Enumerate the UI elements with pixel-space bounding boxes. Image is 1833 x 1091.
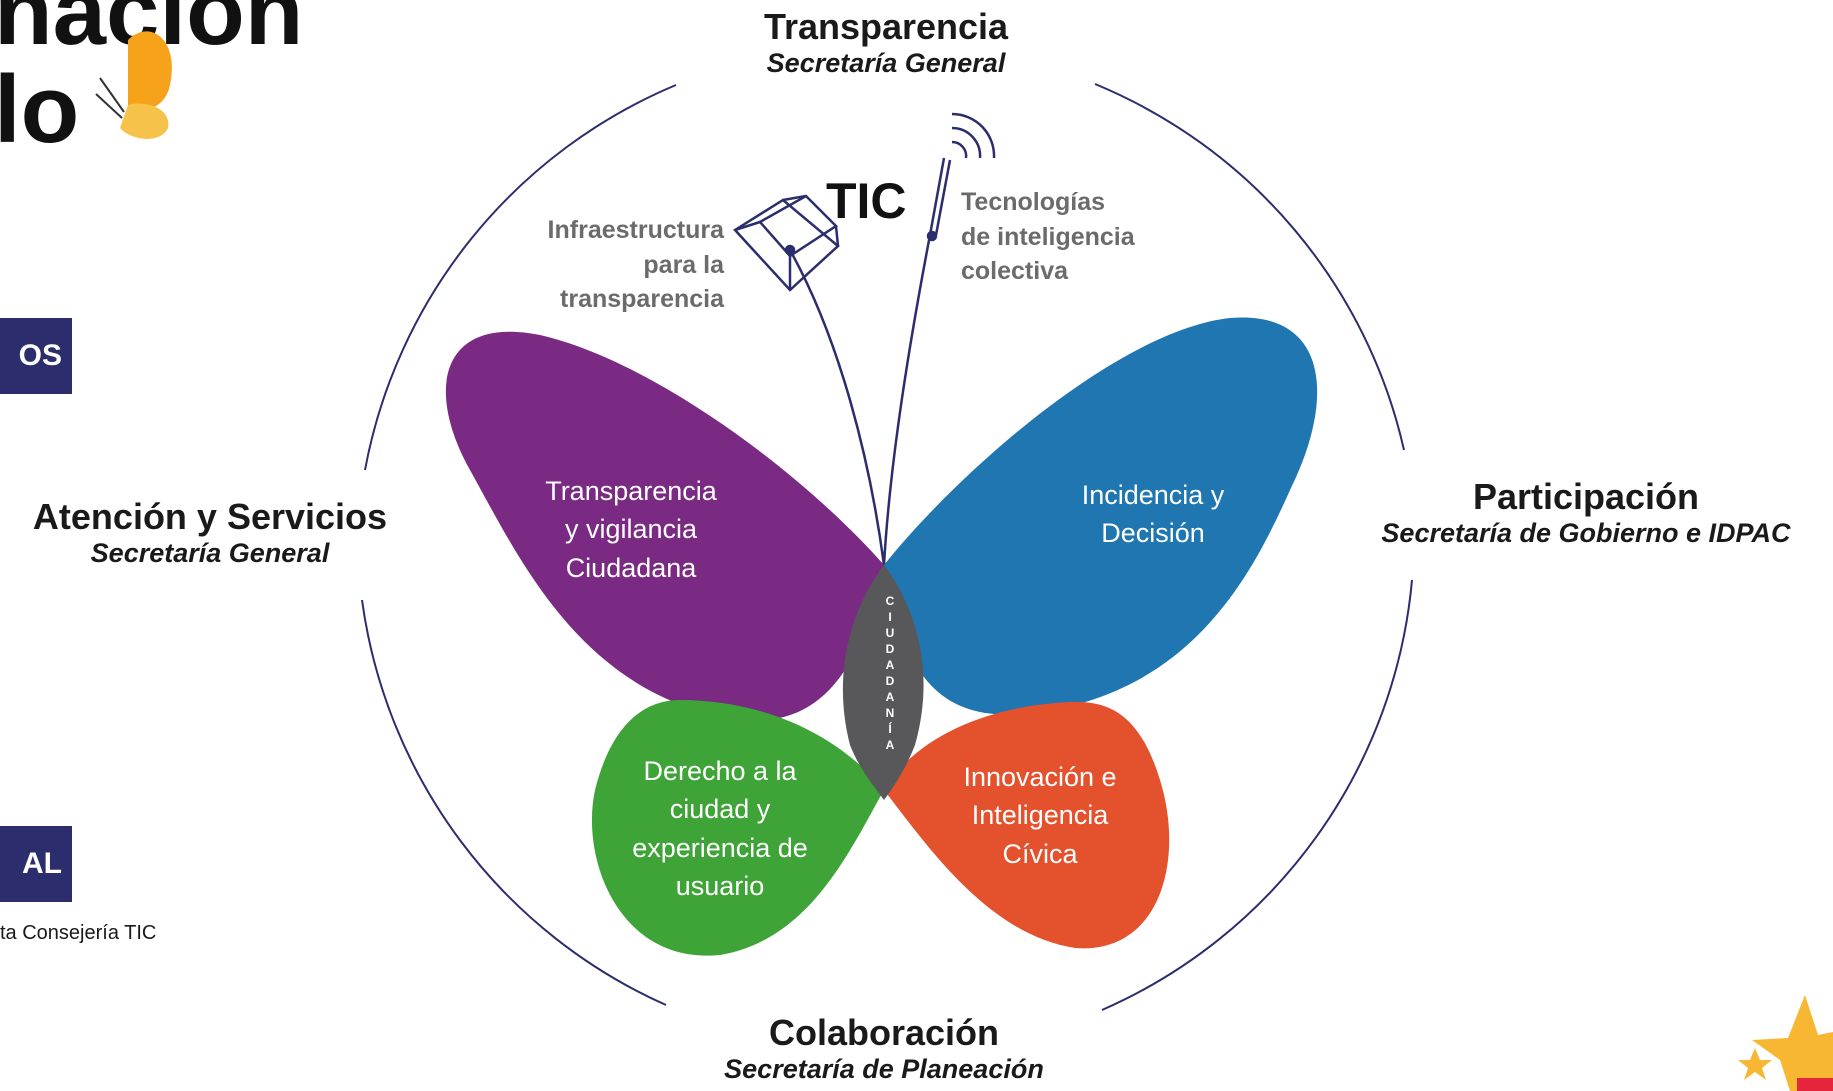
tic-label: TIC [826, 173, 907, 229]
infrastructure-line-3: transparencia [560, 285, 724, 313]
axis-right-title: Participación [1472, 476, 1700, 517]
wing-top-left-label: Transparencia y vigilancia Ciudadana [506, 472, 756, 587]
axis-right-subtitle: Secretaría de Gobierno e IDPAC [1381, 518, 1791, 549]
wing-top-right-line-1: Incidencia y [1081, 480, 1225, 510]
wing-bottom-right-line-1: Innovación e [963, 762, 1117, 792]
wing-bottom-right-line-2: Inteligencia [971, 800, 1109, 831]
infrastructure-line-1: Infraestructura [547, 216, 724, 244]
body-letter: A [885, 658, 895, 672]
body-label: C I U D A D A N Í A [880, 593, 900, 753]
axis-top-subtitle: Secretaría General [766, 48, 1006, 79]
axis-bottom: Colaboración Secretaría de Planeación [684, 1012, 1084, 1086]
wing-bottom-right-line-3: Cívica [1002, 838, 1078, 869]
infrastructure-label: Infraestructura para la transparencia [500, 213, 724, 317]
butterfly-icon [95, 31, 172, 139]
wing-bottom-left-line-2: ciudad y [669, 794, 771, 825]
star-icon [1738, 995, 1833, 1091]
axis-bottom-subtitle: Secretaría de Planeación [724, 1054, 1044, 1085]
cube-icon [733, 194, 840, 292]
collective-line-1: Tecnologías [961, 188, 1106, 216]
body-letter: I [888, 610, 892, 624]
axis-right: Participación Secretaría de Gobierno e I… [1340, 476, 1832, 550]
collective-intelligence-label: Tecnologías de inteligencia colectiva [961, 185, 1135, 289]
axis-bottom-title: Colaboración [768, 1012, 1000, 1053]
body-letter: Í [888, 722, 892, 736]
wing-top-right [884, 317, 1318, 715]
category-pill-top-label: OS [18, 339, 62, 372]
body-letter: A [885, 690, 895, 704]
body-letter: C [885, 594, 895, 608]
left-note: ta Consejería TIC [0, 922, 157, 944]
wing-top-left-line-2: y vigilancia [564, 514, 698, 545]
body-letter: D [885, 674, 895, 688]
page-title-fragment-2: lo [0, 56, 80, 163]
butterfly-body [842, 565, 924, 800]
category-pill-bottom-label: AL [22, 847, 62, 880]
wing-top-left [445, 331, 884, 721]
antenna-icon [926, 112, 996, 242]
wing-top-right-label: Incidencia y Decisión [1038, 476, 1268, 553]
antenna-stems [788, 234, 932, 566]
axis-left: Atención y Servicios Secretaría General [0, 496, 420, 570]
axis-left-subtitle: Secretaría General [90, 538, 330, 569]
collective-line-2: de inteligencia [961, 222, 1135, 251]
wing-bottom-right [884, 701, 1170, 949]
wing-bottom-left-label: Derecho a la ciudad y experiencia de usu… [600, 752, 840, 905]
wing-top-left-line-1: Transparencia [545, 476, 717, 506]
body-letter: U [885, 626, 895, 640]
axis-left-title: Atención y Servicios [32, 496, 388, 537]
infrastructure-line-2: para la [643, 250, 724, 279]
wing-bottom-left-line-3: experiencia de [632, 832, 808, 863]
axis-top-title: Transparencia [763, 6, 1009, 47]
axis-top: Transparencia Secretaría General [686, 6, 1086, 80]
wing-bottom-left-line-1: Derecho a la [643, 756, 797, 786]
body-letter: D [885, 642, 895, 656]
outer-circle [361, 83, 1413, 1011]
wing-top-right-line-2: Decisión [1101, 518, 1205, 549]
body-letter: N [885, 706, 895, 720]
category-pill-top: OS [0, 318, 72, 394]
wing-bottom-left-line-4: usuario [675, 870, 765, 901]
wing-bottom-right-label: Innovación e Inteligencia Cívica [930, 758, 1150, 873]
wing-bottom-left [591, 700, 884, 956]
wing-top-left-line-3: Ciudadana [565, 552, 697, 583]
body-letter: A [885, 738, 895, 752]
collective-line-3: colectiva [961, 257, 1069, 285]
category-pill-bottom: AL [0, 826, 72, 902]
